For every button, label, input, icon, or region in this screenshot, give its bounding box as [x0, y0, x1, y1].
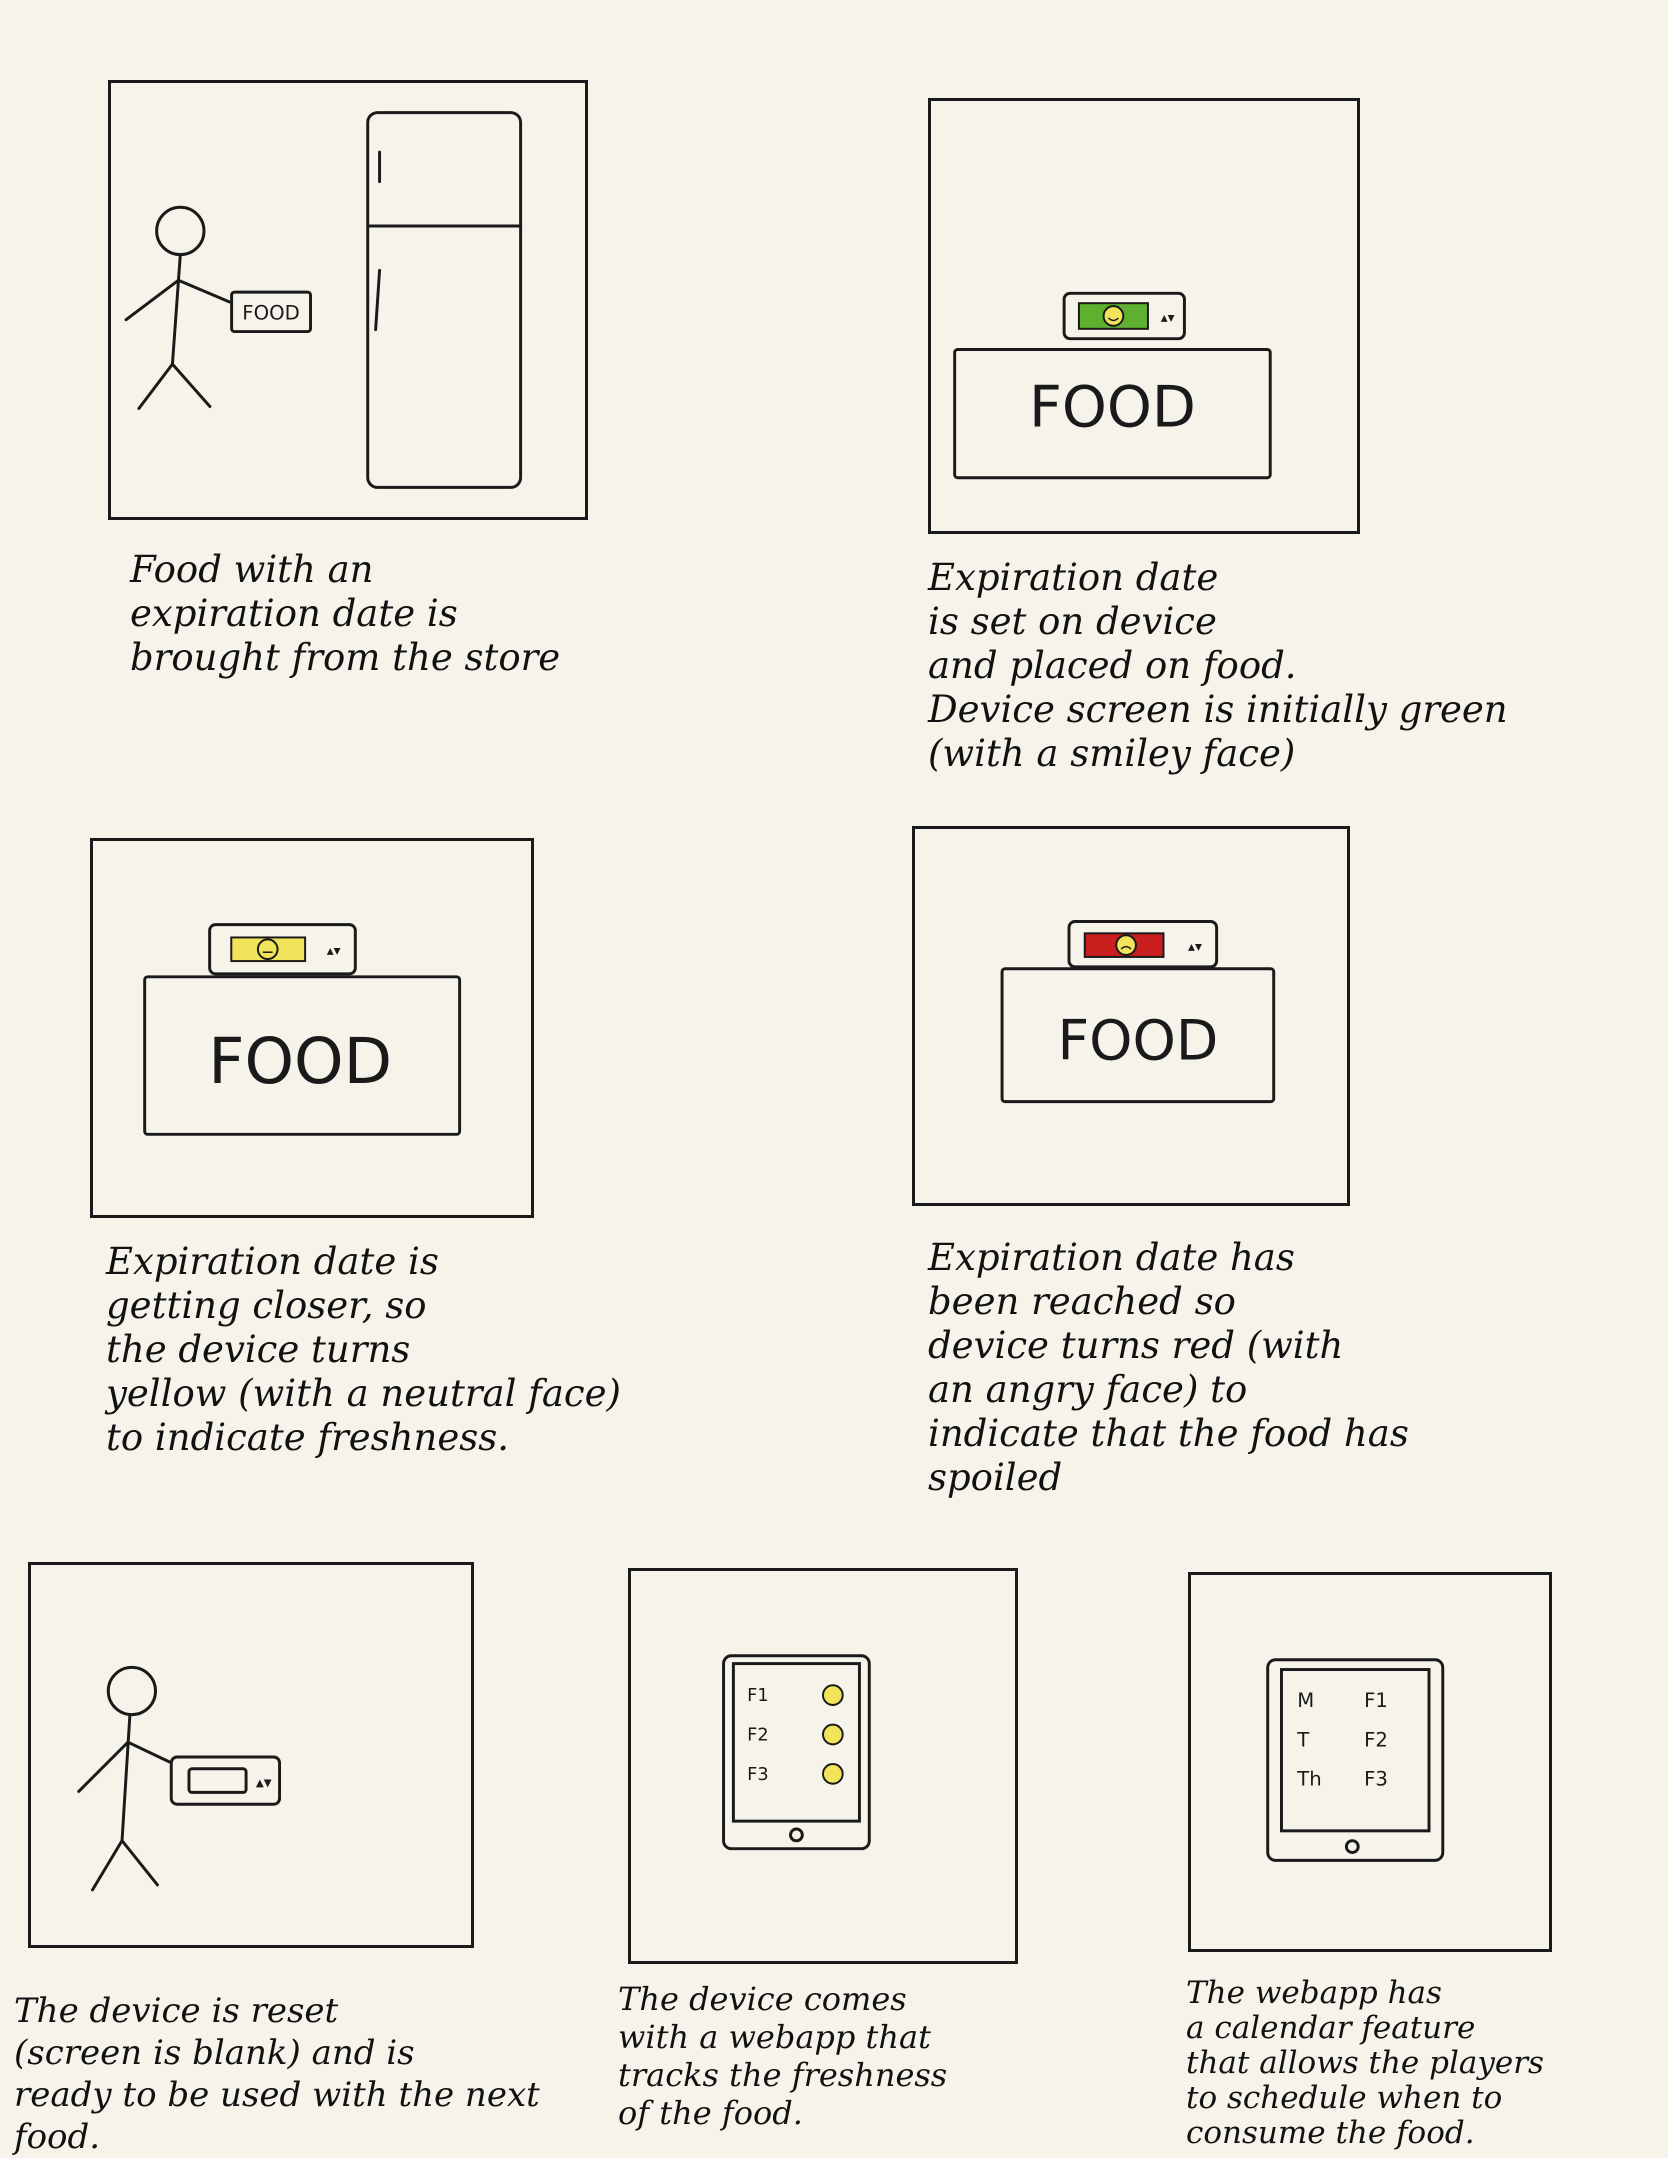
food-label: FOOD: [208, 1025, 392, 1098]
caption-panel-7: The webapp has a calendar feature that a…: [1186, 1975, 1544, 2151]
red-device-on-food-illustration: ▴▾ FOOD: [1000, 920, 1276, 1104]
storyboard-panel-5: ▴▾: [28, 1562, 474, 1948]
freshness-device: [169, 1755, 282, 1806]
storyboard-panel-7: M T Th F1 F2 F3: [1188, 1572, 1552, 1952]
freshness-device: [1067, 920, 1219, 969]
caption-panel-2: Expiration date is set on device and pla…: [928, 556, 1508, 775]
storyboard-panel-3: ▴▾ FOOD: [90, 838, 534, 1218]
person-with-food-illustration: FOOD: [124, 111, 523, 489]
angry-face-icon: [822, 1763, 844, 1785]
food-label: FOOD: [1029, 374, 1196, 440]
item-f1-label: F1: [747, 1686, 768, 1706]
green-device-on-food-illustration: ▴▾ FOOD: [953, 291, 1272, 480]
neutral-face-icon: [822, 1723, 844, 1746]
caption-panel-3: Expiration date is getting closer, so th…: [106, 1240, 621, 1459]
device-arrows-icon: ▴▾: [1161, 310, 1175, 326]
calendar-item-f2: F2: [1364, 1728, 1388, 1751]
device-arrows-icon: ▴▾: [327, 943, 341, 959]
food-box: [143, 975, 462, 1136]
storyboard-panel-6: F1 F2 F3: [628, 1568, 1018, 1964]
person-with-blank-device-illustration: ▴▾: [77, 1665, 282, 1892]
device-arrows-icon: ▴▾: [1188, 939, 1202, 955]
tablet-frame: [1266, 1658, 1445, 1862]
device-arrows-icon: ▴▾: [256, 1772, 272, 1791]
food-box-small: [230, 290, 312, 334]
tablet-calendar-app-illustration: M T Th F1 F2 F3: [1266, 1658, 1445, 1862]
calendar-day-th: Th: [1296, 1768, 1321, 1791]
person-head: [155, 205, 206, 257]
calendar-item-f3: F3: [1364, 1768, 1388, 1791]
storyboard-panel-4: ▴▾ FOOD: [912, 826, 1350, 1206]
storyboard-panel-1: FOOD: [108, 80, 588, 520]
tablet-screen: [731, 1662, 861, 1823]
tablet-home-button: [789, 1827, 804, 1843]
device-screen-blank: [187, 1767, 248, 1794]
neutral-face-icon: [256, 938, 279, 961]
tablet-frame: [722, 1654, 871, 1851]
calendar-day-m: M: [1297, 1689, 1314, 1712]
food-label-small: FOOD: [242, 302, 300, 325]
caption-panel-4: Expiration date has been reached so devi…: [928, 1236, 1409, 1499]
smiley-face-icon: [822, 1684, 844, 1706]
item-f2-label: F2: [747, 1725, 768, 1745]
tablet-screen: [1280, 1668, 1431, 1833]
freshness-device: [1062, 291, 1186, 341]
tablet-freshness-app-illustration: F1 F2 F3: [722, 1654, 871, 1851]
calendar-day-t: T: [1296, 1728, 1310, 1751]
caption-panel-5: The device is reset (screen is blank) an…: [14, 1991, 540, 2157]
freshness-device: [208, 923, 357, 976]
food-box: [953, 348, 1272, 480]
person-head: [106, 1665, 157, 1717]
food-box: [1000, 967, 1276, 1104]
tablet-home-button: [1344, 1839, 1360, 1854]
fridge-icon: [366, 111, 523, 489]
item-f3-label: F3: [747, 1765, 768, 1785]
food-label: FOOD: [1057, 1008, 1218, 1072]
calendar-item-f1: F1: [1364, 1689, 1388, 1712]
angry-face-icon: [1115, 934, 1137, 956]
yellow-device-on-food-illustration: ▴▾ FOOD: [143, 923, 462, 1136]
caption-panel-1: Food with an expiration date is brought …: [130, 548, 561, 679]
smiley-face-icon: [1102, 305, 1125, 327]
caption-panel-6: The device comes with a webapp that trac…: [618, 1980, 948, 2132]
storyboard-panel-2: ▴▾ FOOD: [928, 98, 1360, 534]
